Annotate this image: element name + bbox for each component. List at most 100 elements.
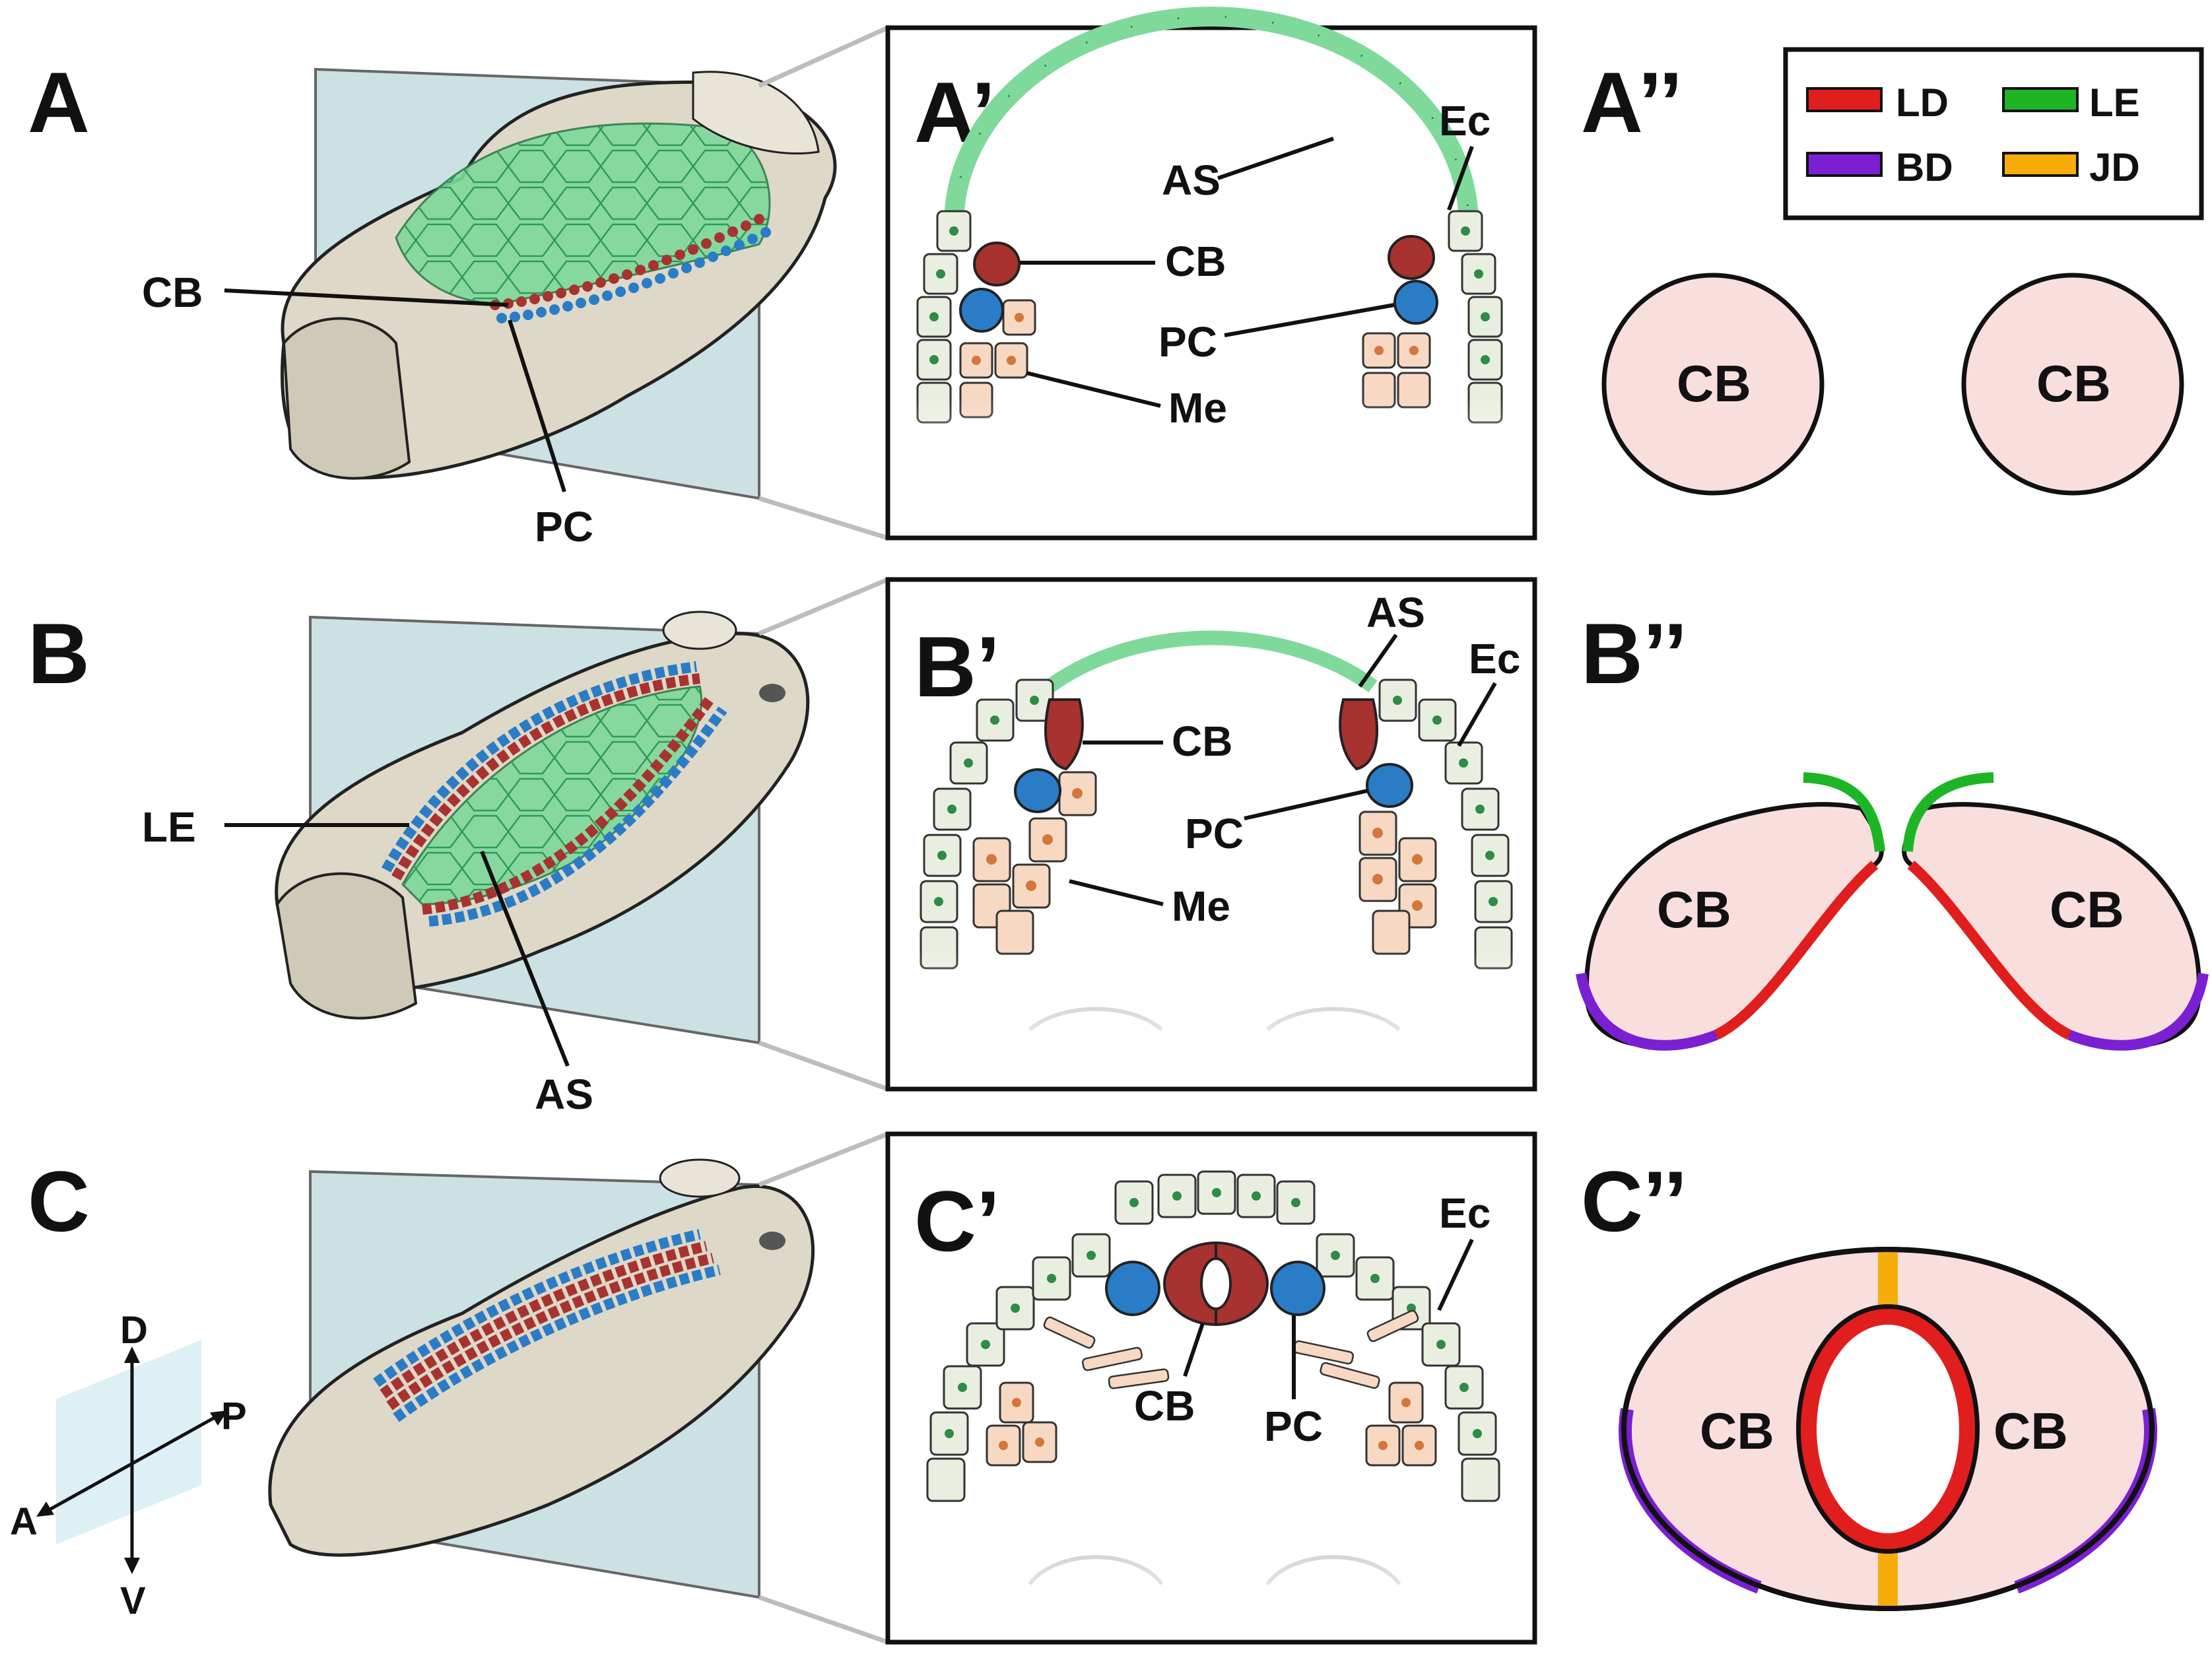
embryo-b-pc-row-lower (428, 706, 727, 927)
cardioblast-left-a (973, 242, 1021, 286)
somatic-mesoderm-c (986, 1381, 1437, 1467)
ld-domain-c (1801, 1309, 1975, 1549)
cb-label-right-b: CB (2050, 880, 2124, 939)
axis-ap (45, 1414, 219, 1513)
cb-label-right-c: CB (1994, 1402, 2068, 1460)
legend-box (1783, 47, 2204, 220)
leader-as-b (480, 850, 570, 1067)
label-me-b: Me (1172, 882, 1230, 930)
label-as-b-prime: AS (1366, 589, 1425, 636)
cross-section-b-prime: B’ (885, 577, 1537, 1092)
label-ec-a: Ec (1439, 97, 1491, 145)
label-pc-a-prime: PC (1158, 318, 1217, 366)
arrow-p-icon (210, 1410, 228, 1426)
embryo-c-cb-row-lower (386, 1253, 714, 1410)
legend-swatch-ld (1806, 87, 1883, 112)
zoom-line-a-top (758, 25, 889, 88)
arrow-v-icon (124, 1558, 140, 1574)
panel-letter-a-dprime: A’’ (1581, 54, 1683, 150)
cb-label-right-a: CB (2036, 354, 2111, 413)
legend-swatch-jd (2002, 152, 2079, 177)
label-cb-a-prime: CB (1165, 238, 1226, 285)
leader-ec-b (1457, 682, 1497, 747)
leader-ec-c (1437, 1238, 1474, 1311)
label-pc-b-prime: PC (1185, 810, 1244, 857)
pericardial-right-a (1393, 280, 1438, 325)
row-a: A CB PC A’ (28, 7, 2204, 550)
embryo-c-pc-row-upper (373, 1229, 701, 1387)
cb-cell-right-b: CB (1902, 772, 2209, 1051)
zoom-line-c-top (758, 1131, 889, 1187)
le-domain-right-b (1902, 772, 1994, 852)
amnioserosa-a-cells (396, 123, 770, 304)
ectoderm-arc-c (926, 1170, 1500, 1502)
amnioserosa-b-cells (403, 686, 702, 904)
mesoderm-b (972, 771, 1437, 955)
embryo-c-body (268, 1185, 815, 1557)
embryo-a-posterior (692, 71, 820, 154)
leader-as-b-prime (1358, 634, 1398, 688)
bd-domain-right-b (2067, 972, 2209, 1051)
cb-label-left-b: CB (1657, 880, 1731, 939)
zoom-line-c-bottom (758, 1595, 889, 1645)
heart-lumen-c (1200, 1257, 1232, 1310)
leader-as-a (1217, 137, 1334, 180)
ld-domain-left-b (1714, 860, 1879, 1040)
embryo-c-posterior (659, 1158, 741, 1198)
cb-label-left-c: CB (1700, 1402, 1774, 1460)
pericardial-left-a (959, 288, 1004, 333)
leader-cb-a (224, 288, 509, 307)
le-domain-left-b (1803, 772, 1885, 852)
label-ec-b: Ec (1469, 635, 1520, 682)
legend-swatch-bd (1806, 152, 1883, 177)
heart-tube-schematic-c: CB CB (1619, 1247, 2157, 1611)
pericardial-right-c (1270, 1261, 1325, 1316)
legend: LD LE BD JD (1783, 47, 2204, 220)
embryo-a-illustration (281, 67, 837, 500)
embryo-b-cb-row-lower (422, 696, 714, 915)
embryo-c-illustration (268, 1158, 815, 1599)
leader-me-a (1026, 371, 1161, 408)
leader-pc-a (508, 319, 566, 492)
row-b: B LE AS B’ (28, 577, 2209, 1118)
cardioblast-right-a (1388, 235, 1435, 280)
label-cb-c-prime: CB (1134, 1382, 1195, 1430)
zoom-line-a-bottom (758, 496, 889, 541)
panel-letter-a: A (28, 54, 90, 150)
embryo-b-pc-row-upper (381, 661, 697, 873)
arrow-d-icon (124, 1346, 140, 1363)
embryo-c-pc-row-lower (393, 1265, 721, 1422)
cb-cell-left-a (1601, 273, 1825, 496)
ld-domain-right-b (1907, 860, 2072, 1040)
label-le-b: LE (142, 803, 196, 851)
embryo-b-head (275, 872, 418, 1020)
leader-ec-a (1447, 145, 1474, 211)
cardioblast-right-b (1339, 698, 1378, 771)
amnioserosa-arc-b (1045, 630, 1378, 692)
embryo-a-head (282, 317, 411, 480)
panel-letter-c: C (28, 1153, 90, 1249)
pericardial-left-c (1105, 1261, 1160, 1316)
fade-a (898, 396, 1525, 531)
embryo-b-posterior (662, 611, 737, 650)
heart-tube-outer-line-c (1621, 1247, 2155, 1611)
embryo-b-cb-row-upper (391, 673, 700, 880)
zoom-line-b-bottom (758, 1040, 889, 1092)
label-as-a: AS (1162, 156, 1221, 204)
leader-me-b (1069, 879, 1164, 906)
embryo-a-pc-row (496, 227, 771, 323)
zoom-line-b-top (758, 577, 889, 636)
cb-cell-left-b: CB (1576, 772, 1885, 1051)
cross-section-c-prime: C’ (885, 1131, 1537, 1645)
row-c: C D V P A C’ (10, 1131, 2157, 1645)
axis-label-v: V (120, 1579, 146, 1622)
cardioblast-left-b (1044, 698, 1084, 771)
legend-label-le: LE (2089, 81, 2140, 125)
label-ec-c: Ec (1439, 1189, 1491, 1237)
cb-label-left-a: CB (1677, 354, 1751, 413)
panel-letter-b-dprime: B’’ (1581, 605, 1687, 702)
pericardial-left-b (1014, 768, 1061, 813)
label-as-b: AS (535, 1071, 593, 1118)
label-me-a: Me (1168, 384, 1227, 432)
